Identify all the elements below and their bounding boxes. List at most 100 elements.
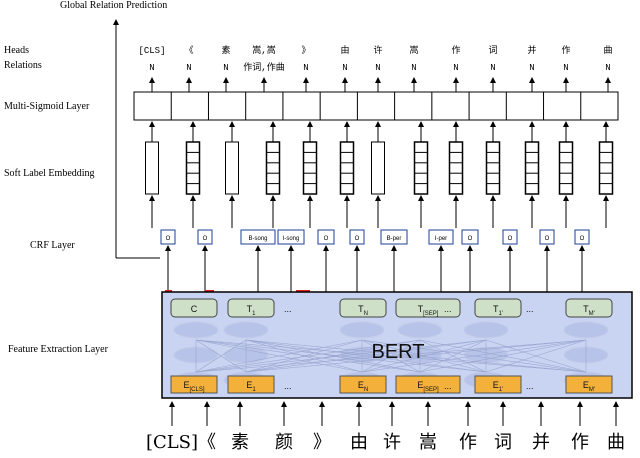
bert-embedding-sub: [SEP] xyxy=(423,387,439,393)
heads-row: [CLS]《素嵩,嵩》由许嵩作词并作曲 xyxy=(138,44,612,56)
bert-embedding-box xyxy=(227,375,275,394)
input-char: 许 xyxy=(383,432,401,453)
bert-embedding-sub: 1' xyxy=(499,387,503,393)
input-char: 素 xyxy=(231,432,249,453)
head-token: 嵩 xyxy=(409,45,418,56)
bert-node xyxy=(397,321,443,339)
crf-tag-box xyxy=(574,229,590,245)
multi-sigmoid-label: Multi-Sigmoid Layer xyxy=(4,101,90,112)
relation-label: N xyxy=(529,63,534,73)
feature-extraction-label: Feature Extraction Layer xyxy=(8,344,109,355)
bert-node xyxy=(563,321,609,339)
crf-tag-label: O xyxy=(468,236,473,242)
bert-node xyxy=(463,321,509,339)
bert-output-box xyxy=(227,298,275,318)
head-token: 并 xyxy=(527,44,536,56)
input-char: 并 xyxy=(532,432,550,453)
bert-link xyxy=(419,339,587,373)
soft-label-column xyxy=(265,141,281,195)
head-token: 许 xyxy=(373,44,382,56)
relations-label: Relations xyxy=(4,60,42,71)
bert-node xyxy=(339,321,385,339)
relation-label: N xyxy=(375,63,380,73)
relation-label: N xyxy=(411,63,416,73)
relation-label: N xyxy=(453,63,458,73)
soft-label-column xyxy=(371,141,385,195)
input-char: 由 xyxy=(350,432,368,453)
bert-embedding-box xyxy=(339,375,387,394)
relation-label: N xyxy=(605,63,610,73)
bert-node xyxy=(173,321,219,339)
soft-label-column xyxy=(413,141,429,195)
soft-label-embedding-label: Soft Label Embedding xyxy=(4,168,95,179)
crf-tag-box xyxy=(539,229,555,245)
bert-output-sub: [SEP] xyxy=(423,311,439,317)
input-char: 作 xyxy=(571,432,589,453)
head-token: 《 xyxy=(184,45,193,56)
crf-tag-box xyxy=(461,229,479,245)
relation-label: N xyxy=(563,63,568,73)
bert-link xyxy=(245,339,587,373)
bert-link xyxy=(361,339,487,373)
soft-label-column xyxy=(145,141,159,195)
bert-ellipsis: ... xyxy=(526,304,534,314)
bert-link xyxy=(195,339,247,373)
relation-label: N xyxy=(149,63,154,73)
bert-link xyxy=(245,339,363,373)
bert-link xyxy=(361,339,587,373)
head-token: 》 xyxy=(301,45,310,56)
crf-tag-label: B-song xyxy=(248,236,267,242)
bert-output-sub: M' xyxy=(589,311,595,317)
soft-label-column xyxy=(302,141,318,195)
bert-ellipsis: ... xyxy=(526,381,534,391)
soft-label-column xyxy=(185,141,201,195)
bert-output-label: T1 xyxy=(247,304,257,317)
bert-embedding-box xyxy=(395,375,461,394)
bert-output-sub: N xyxy=(364,311,368,317)
multi-sigmoid-layer xyxy=(133,77,619,121)
soft-label-column xyxy=(598,141,614,195)
bert-ellipsis: ... xyxy=(284,304,292,314)
crf-tag-box xyxy=(317,229,335,245)
bert-output-label: T1' xyxy=(493,304,503,317)
crf-tag-box xyxy=(349,229,365,245)
input-char: 词 xyxy=(494,432,512,453)
head-token: [CLS] xyxy=(138,46,165,56)
sigmoid-row xyxy=(133,91,619,121)
crf-tag-box xyxy=(240,229,276,245)
bert-embedding-box xyxy=(170,375,218,394)
crf-tag-box xyxy=(160,229,176,245)
soft-label-layer xyxy=(145,121,614,228)
relation-label: 作词,作曲 xyxy=(243,61,284,73)
head-token: 词 xyxy=(488,45,497,56)
bert-output-label: TN xyxy=(358,304,368,317)
bert-output-box xyxy=(474,298,522,318)
soft-label-column xyxy=(225,141,239,195)
bert-link xyxy=(245,339,421,373)
bert-embedding-box xyxy=(565,375,613,394)
soft-label-column xyxy=(524,141,540,195)
head-token: 作 xyxy=(451,44,460,56)
relation-label: N xyxy=(303,63,308,73)
bert-title: BERT xyxy=(372,341,425,363)
bert-output-box xyxy=(565,298,613,318)
soft-label-column xyxy=(558,141,574,195)
relation-label: N xyxy=(223,63,228,73)
crf-tag-label: O xyxy=(166,236,171,242)
bert-link xyxy=(485,339,587,373)
crf-tag-label: I-song xyxy=(283,236,300,242)
bert-output-box xyxy=(170,298,218,318)
soft-label-column xyxy=(448,141,464,195)
relation-label: N xyxy=(490,63,495,73)
diagram-title: Global Relation Prediction xyxy=(60,0,167,11)
crf-tag-label: O xyxy=(580,236,585,242)
bert-output-sub: 1 xyxy=(252,311,256,317)
bert-embedding-box xyxy=(474,375,522,394)
crf-tag-label: O xyxy=(203,236,208,242)
